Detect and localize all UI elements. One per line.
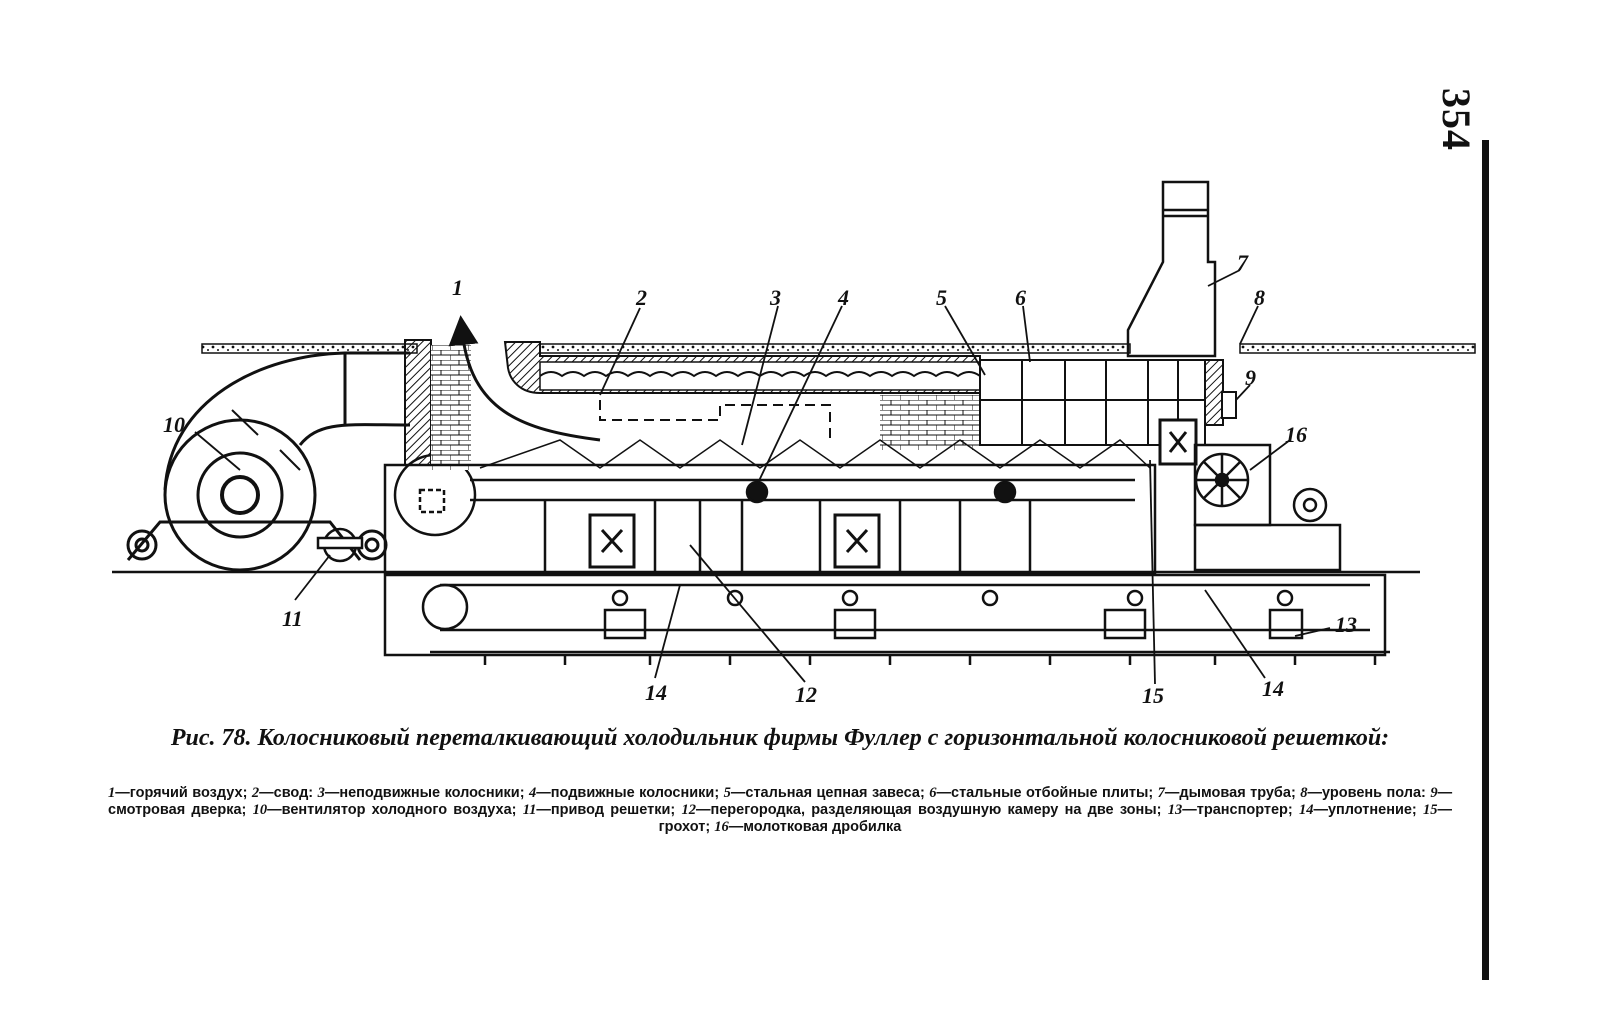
hammer-crusher xyxy=(1193,443,1342,572)
legend-item: 14—уплотнение; xyxy=(1298,802,1417,818)
leader-lines xyxy=(194,269,1331,685)
conveyor xyxy=(383,573,1390,665)
legend-item-number: 11 xyxy=(522,802,537,818)
legend-item-number: 9 xyxy=(1430,785,1438,801)
callout-2: 2 xyxy=(636,285,647,310)
cold-air-fan xyxy=(126,351,411,572)
figure-legend: 1—горячий воздух; 2—свод: 3—неподвижные … xyxy=(108,785,1452,836)
legend-item: 12—перегородка, разделяющая воздушную ка… xyxy=(681,802,1162,818)
legend-item-number: 14 xyxy=(1298,802,1314,818)
legend-item-text: смотровая дверка; xyxy=(108,802,247,818)
legend-item-number: 13 xyxy=(1167,802,1183,818)
legend-item-text: перегородка, разделяющая воздушную камер… xyxy=(710,802,1162,818)
legend-item-text: стальная цепная завеса; xyxy=(745,785,925,801)
left-wall xyxy=(404,339,432,466)
legend-item: 6—стальные отбойные плиты; xyxy=(929,785,1154,801)
legend-item-number: 1 xyxy=(108,785,116,801)
chimney xyxy=(1126,180,1217,358)
legend-item-text: уровень пола: xyxy=(1322,785,1426,801)
legend-item: 9—смотровая дверка; xyxy=(108,785,1453,818)
legend-item-number: 8 xyxy=(1300,785,1308,801)
grate xyxy=(383,400,1157,575)
callout-10: 10 xyxy=(163,412,185,437)
margin-rule xyxy=(1482,140,1489,980)
legend-item: 2—свод: xyxy=(251,785,314,801)
hot-air-arrow xyxy=(448,315,601,442)
legend-item-number: 4 xyxy=(529,785,537,801)
callout-14-left: 14 xyxy=(645,680,667,705)
callout-11: 11 xyxy=(282,606,303,631)
legend-item: 8—уровень пола: xyxy=(1300,785,1426,801)
legend-item-number: 16 xyxy=(714,819,729,835)
callout-3: 3 xyxy=(770,285,781,310)
grate-drive xyxy=(316,453,477,563)
legend-item-number: 10 xyxy=(252,802,268,818)
figure-caption-title: Рис. 78. Колосниковый переталкивающий хо… xyxy=(170,725,1390,751)
air-chamber-hatches xyxy=(588,418,1198,569)
legend-item-number: 5 xyxy=(723,785,731,801)
legend-item-text: горячий воздух; xyxy=(129,785,248,801)
callout-1: 1 xyxy=(452,275,463,300)
inspection-door xyxy=(1221,391,1237,419)
legend-item-number: 3 xyxy=(317,785,325,801)
callout-8: 8 xyxy=(1254,285,1265,310)
legend-item-text: уплотнение; xyxy=(1327,802,1417,818)
legend-item: 3—неподвижные колосники; xyxy=(317,785,525,801)
callout-5: 5 xyxy=(936,285,947,310)
legend-item-text: молотковая дробилка xyxy=(743,819,902,835)
legend-item-number: 2 xyxy=(251,785,260,801)
cooler-diagram xyxy=(112,180,1476,685)
legend-item: 10—вентилятор холодного воздуха; xyxy=(252,802,517,818)
legend-item: 4—подвижные колосники; xyxy=(529,785,720,801)
legend-item: 11—привод решетки; xyxy=(522,802,676,818)
legend-item-text: грохот; xyxy=(658,819,711,835)
legend-item-text: вентилятор холодного воздуха; xyxy=(281,802,517,818)
legend-item-text: привод решетки; xyxy=(550,802,676,818)
legend-item: 15—грохот; xyxy=(658,802,1452,835)
legend-item: 5—стальная цепная завеса; xyxy=(723,785,925,801)
legend-item-number: 7 xyxy=(1157,785,1165,801)
callout-12: 12 xyxy=(795,682,817,707)
callout-15: 15 xyxy=(1142,683,1164,708)
callout-16: 16 xyxy=(1285,422,1307,447)
callout-13: 13 xyxy=(1335,612,1357,637)
legend-item-text: подвижные колосники; xyxy=(550,785,720,801)
legend-item-number: 15 xyxy=(1422,802,1438,818)
legend-item-number: 12 xyxy=(681,802,696,818)
legend-item-number: 6 xyxy=(929,785,937,801)
callout-6: 6 xyxy=(1015,285,1026,310)
legend-item-text: неподвижные колосники; xyxy=(339,785,525,801)
legend-item-text: свод: xyxy=(273,785,314,801)
legend-item: 16—молотковая дробилка xyxy=(714,819,902,835)
legend-item: 7—дымовая труба; xyxy=(1157,785,1296,801)
callout-7: 7 xyxy=(1237,250,1248,275)
callout-9: 9 xyxy=(1245,365,1256,390)
legend-item-text: дымовая труба; xyxy=(1179,785,1296,801)
legend-item: 13—транспортер; xyxy=(1167,802,1293,818)
legend-item: 1—горячий воздух; xyxy=(108,785,248,801)
callout-14-right: 14 xyxy=(1262,676,1284,701)
legend-item-text: транспортер; xyxy=(1196,802,1293,818)
vault xyxy=(503,341,981,450)
callout-4: 4 xyxy=(838,285,849,310)
legend-item-text: стальные отбойные плиты; xyxy=(951,785,1154,801)
